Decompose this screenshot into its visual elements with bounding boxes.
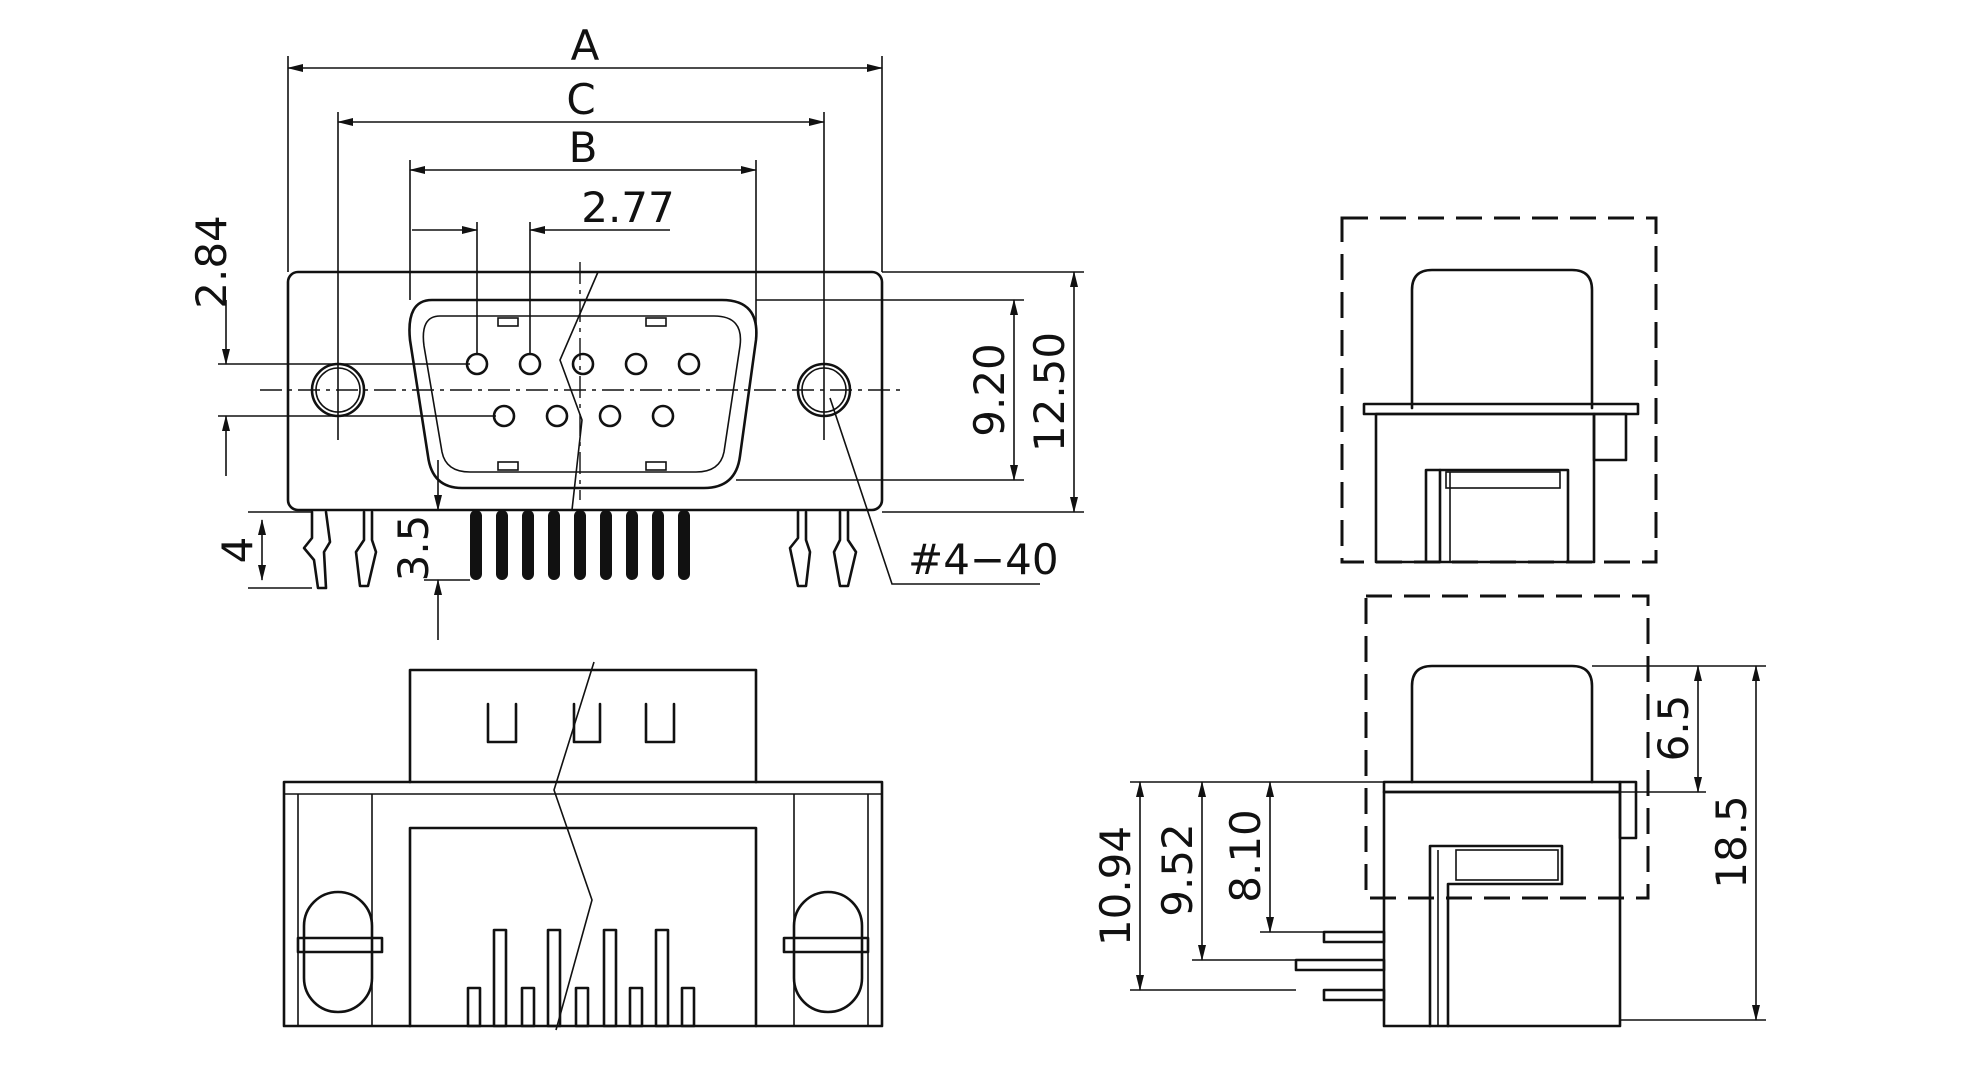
board-lock-left [302, 510, 332, 590]
label-dim-c: C [566, 75, 595, 124]
label-d-height: 6.5 [1649, 695, 1698, 762]
label-row-2: 9.52 [1153, 823, 1202, 917]
label-dim-a: A [571, 21, 600, 70]
label-total-depth: 18.5 [1707, 795, 1756, 889]
side-tails [1294, 930, 1386, 1002]
d-shell-outer [408, 298, 758, 490]
bottom-view [282, 661, 884, 1031]
d-shell-inner [422, 315, 742, 473]
label-flange-height: 12.50 [1025, 332, 1074, 452]
front-view: A C B 2.77 2.84 4 3.5 9.20 [187, 21, 1084, 640]
label-row-3: 8.10 [1221, 809, 1270, 903]
side-view-top [1340, 216, 1658, 564]
side-view-bottom: 10.94 9.52 8.10 6.5 18.5 [1091, 594, 1766, 1028]
label-tail-3-5: 3.5 [389, 515, 438, 582]
solder-tails [470, 510, 690, 580]
label-screw-thread: #4−40 [908, 535, 1059, 584]
label-tail-4: 4 [213, 537, 262, 564]
front-flange [286, 270, 884, 512]
bottom-pins [466, 928, 696, 1028]
label-dim-b: B [569, 123, 598, 172]
board-lock-right [788, 510, 812, 588]
label-row-1: 10.94 [1091, 826, 1140, 946]
label-shell-height: 9.20 [965, 343, 1014, 437]
break-line [559, 271, 599, 511]
label-row-offset: 2.84 [187, 215, 236, 309]
label-pitch: 2.77 [581, 183, 675, 232]
shell-slots [497, 317, 667, 471]
